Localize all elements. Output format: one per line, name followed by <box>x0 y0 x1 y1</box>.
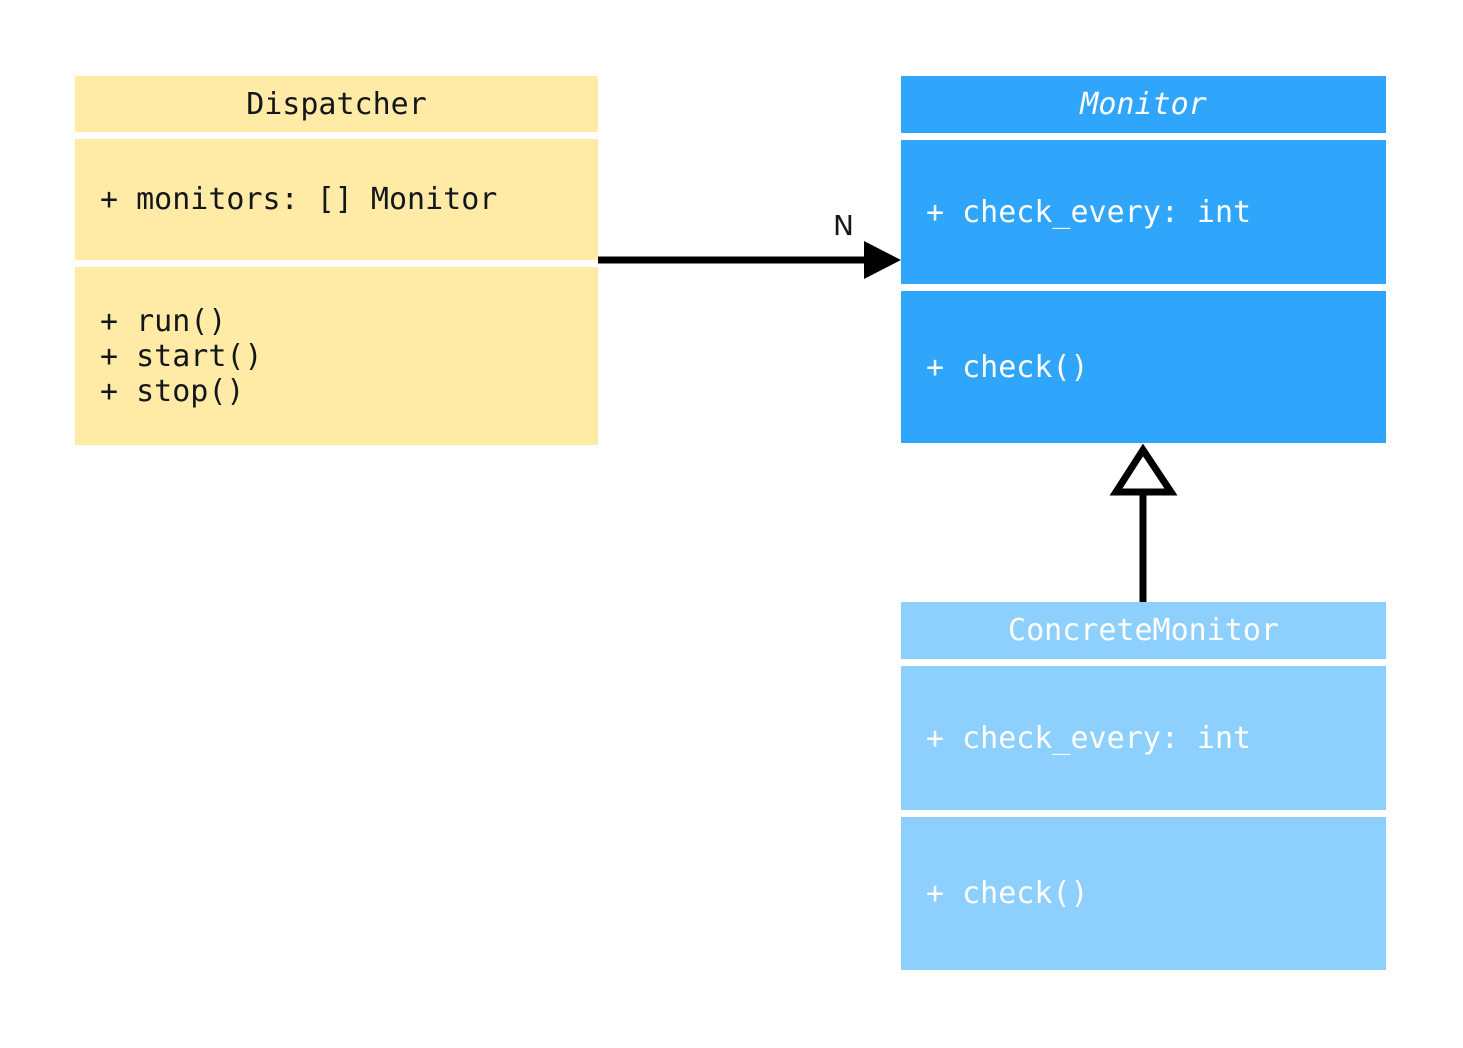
uml-class-monitor[interactable]: Monitor + check_every: int + check() <box>901 76 1386 443</box>
class-title-dispatcher: Dispatcher <box>75 76 598 132</box>
attribute-row: + monitors: [] Monitor <box>100 182 498 217</box>
multiplicity-label-n: N <box>833 209 854 242</box>
method-row: + run() <box>100 303 227 339</box>
compartment-divider <box>901 810 1386 817</box>
class-name-label: ConcreteMonitor <box>1008 613 1279 648</box>
class-title-monitor: Monitor <box>901 76 1386 133</box>
attributes-compartment-concretemonitor: + check_every: int <box>901 666 1386 810</box>
association-dispatcher-to-monitor <box>598 241 901 279</box>
method-row: + start() <box>100 338 263 374</box>
compartment-divider <box>901 659 1386 666</box>
attribute-row: + check_every: int <box>926 194 1252 230</box>
methods-compartment-monitor: + check() <box>901 291 1386 443</box>
methods-compartment-dispatcher: + run() + start() + stop() <box>75 267 598 445</box>
methods-compartment-concretemonitor: + check() <box>901 817 1386 970</box>
compartment-divider <box>901 284 1386 291</box>
uml-class-concretemonitor[interactable]: ConcreteMonitor + check_every: int + che… <box>901 602 1386 970</box>
generalization-concretemonitor-to-monitor <box>1109 443 1178 602</box>
method-row: + check() <box>926 876 1089 911</box>
class-title-concretemonitor: ConcreteMonitor <box>901 602 1386 659</box>
compartment-divider <box>75 132 598 139</box>
class-name-label: Monitor <box>1080 87 1207 122</box>
class-name-label: Dispatcher <box>246 86 427 122</box>
uml-class-dispatcher[interactable]: Dispatcher + monitors: [] Monitor + run(… <box>75 76 598 445</box>
compartment-divider <box>901 133 1386 140</box>
attributes-compartment-dispatcher: + monitors: [] Monitor <box>75 139 598 260</box>
generalization-hollow-triangle-icon <box>1109 443 1178 496</box>
method-row: + stop() <box>100 373 245 409</box>
attributes-compartment-monitor: + check_every: int <box>901 140 1386 284</box>
method-row: + check() <box>926 349 1089 385</box>
association-arrowhead-icon <box>864 241 901 279</box>
compartment-divider <box>75 260 598 267</box>
attribute-row: + check_every: int <box>926 720 1252 756</box>
